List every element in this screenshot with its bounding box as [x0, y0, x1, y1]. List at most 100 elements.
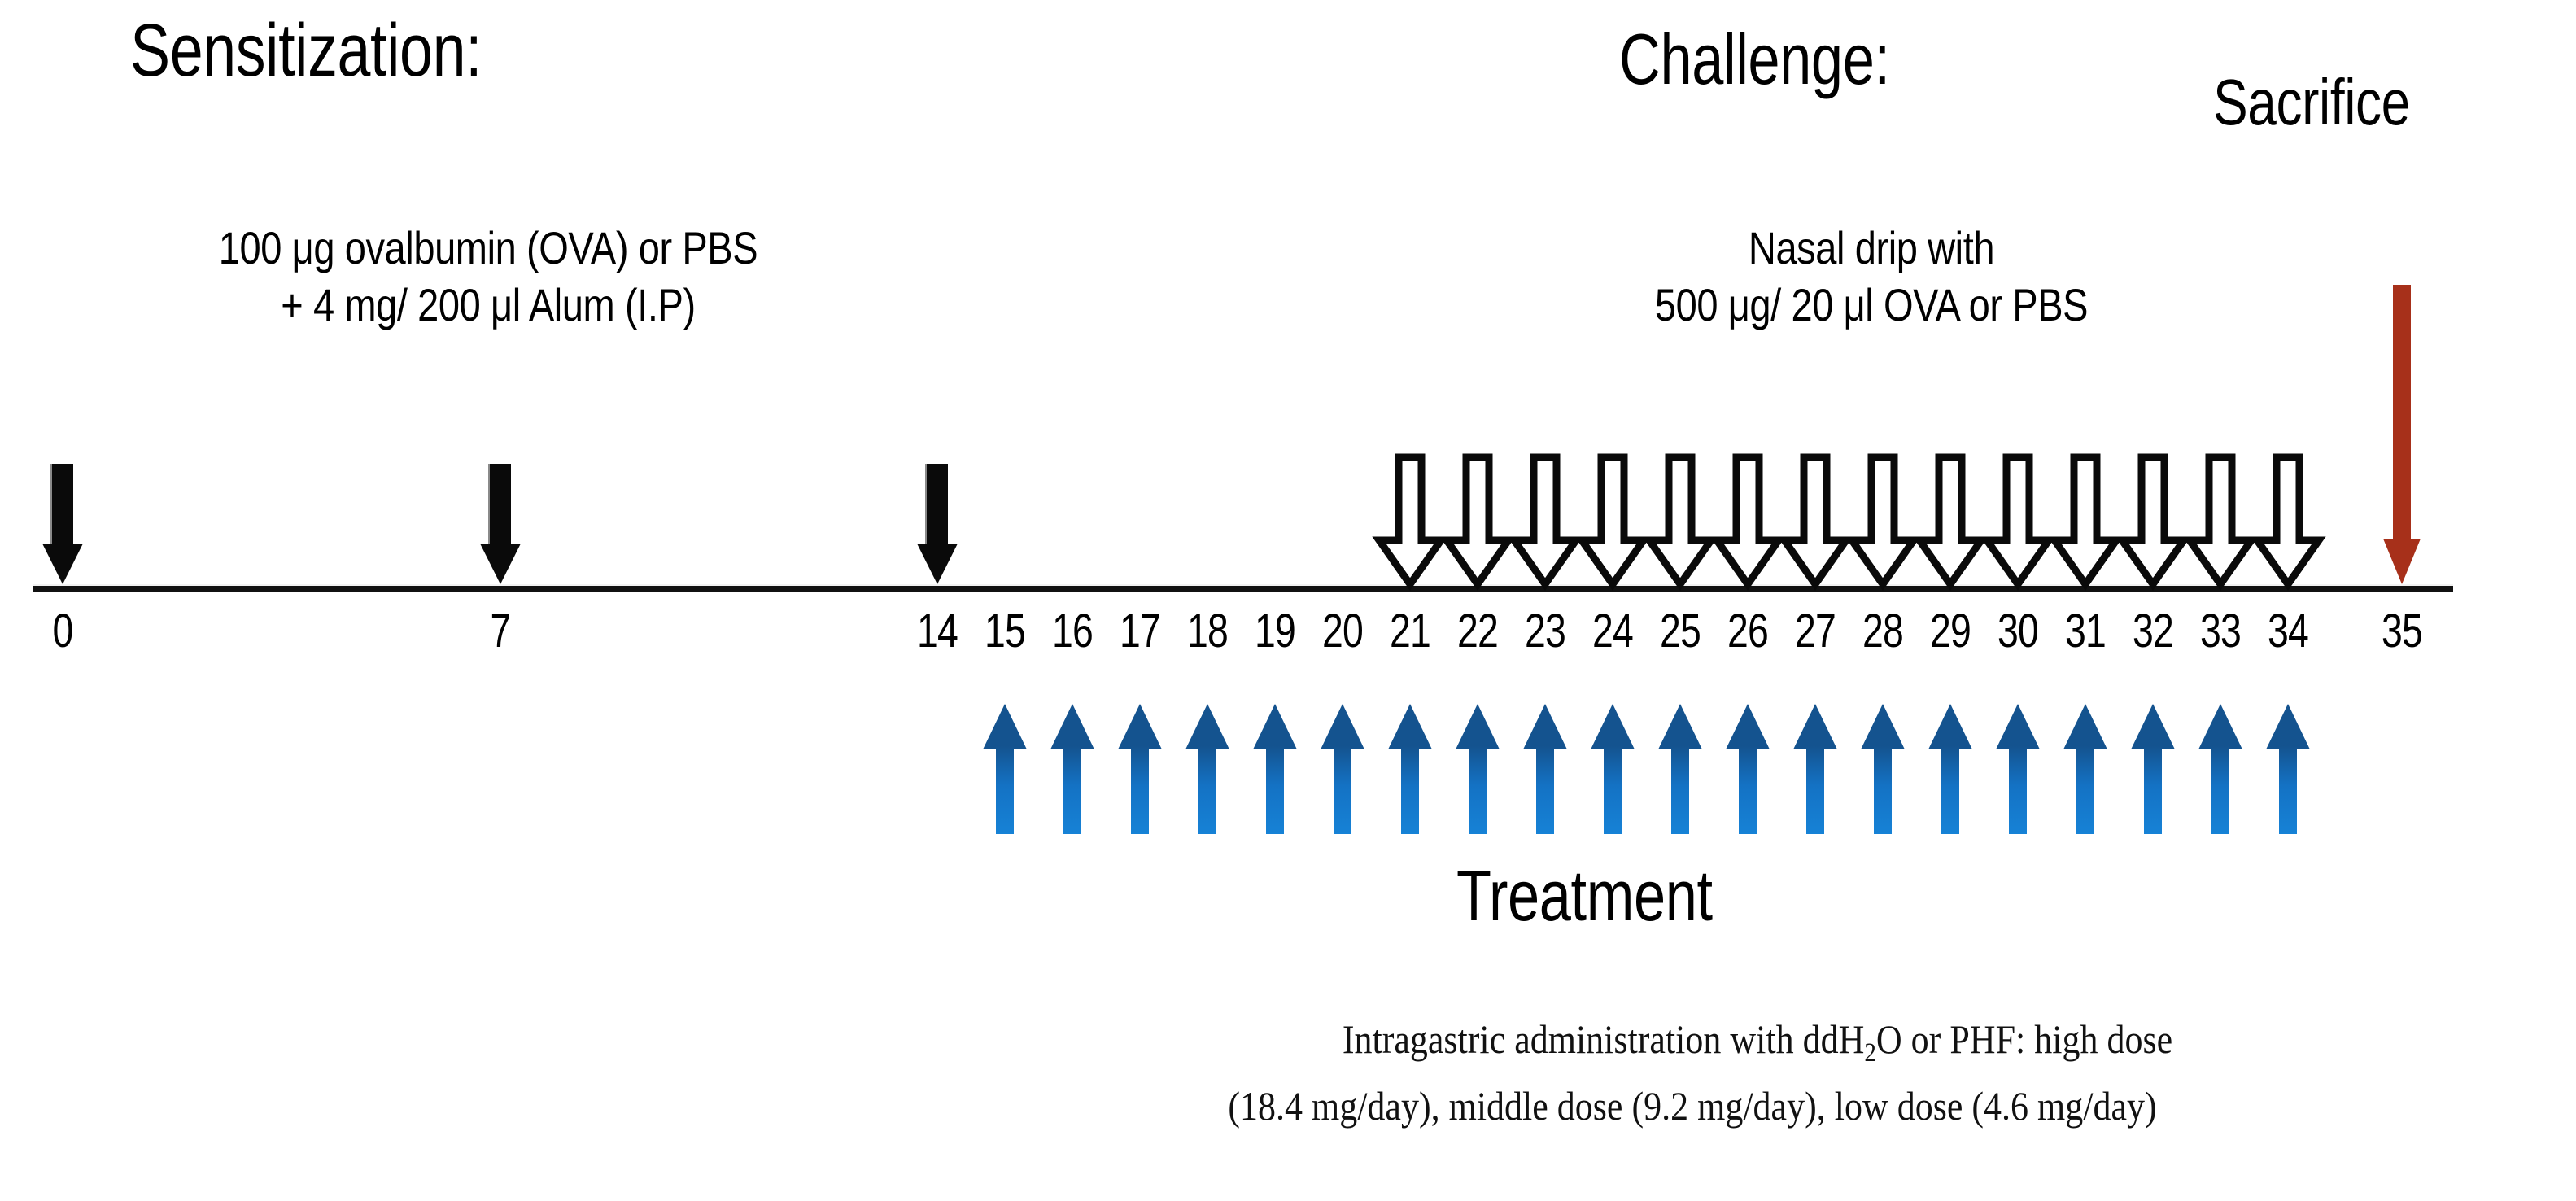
arrow-shaft: [2279, 746, 2297, 834]
arrow-shaft: [1604, 746, 1622, 834]
treatment-footnote-line1: Intragastric administration with ddH2O o…: [1342, 1016, 2173, 1068]
day-label-22: 22: [1456, 605, 1499, 657]
day-label-21: 21: [1389, 605, 1431, 657]
challenge-arrow-icon: [1372, 453, 1448, 591]
sensitization-arrow-icon: [478, 464, 523, 584]
treatment-arrow-icon: [1456, 704, 1500, 834]
treatment-arrow-icon: [1388, 704, 1432, 834]
treatment-arrow-icon: [1861, 704, 1905, 834]
arrow-shaft: [2144, 746, 2162, 834]
treatment-arrow-icon: [1321, 704, 1364, 834]
challenge-arrow-icon: [1507, 453, 1583, 591]
day-label-27: 27: [1794, 605, 1836, 657]
sacrifice-arrow-head: [2383, 539, 2421, 584]
arrow-head: [1591, 704, 1635, 749]
day-label-14: 14: [916, 605, 958, 657]
arrow-shaft: [52, 464, 73, 548]
challenge-arrow-icon: [2250, 453, 2326, 591]
arrow-shaft: [2211, 746, 2229, 834]
day-label-24: 24: [1591, 605, 1634, 657]
day-label-19: 19: [1254, 605, 1296, 657]
challenge-arrow-icon: [1574, 453, 1651, 591]
arrow-shaft: [490, 464, 511, 548]
arrow-head: [1253, 704, 1297, 749]
treatment-arrow-icon: [1928, 704, 1972, 834]
arrow-head: [1523, 704, 1567, 749]
sensitization-arrow-icon: [915, 464, 960, 584]
challenge-arrow-icon: [1845, 453, 1921, 591]
arrow-shaft: [1739, 746, 1757, 834]
arrow-shaft: [1806, 746, 1824, 834]
challenge-arrow-icon: [2115, 453, 2191, 591]
arrow-shaft: [1941, 746, 1959, 834]
challenge-arrow-icon: [1709, 453, 1786, 591]
treatment-arrow-icon: [1523, 704, 1567, 834]
treatment-footnote-line2: (18.4 mg/day), middle dose (9.2 mg/day),…: [1228, 1083, 2157, 1129]
timeline-axis: [33, 584, 2453, 592]
arrow-head: [1861, 704, 1905, 749]
arrow-head: [1118, 704, 1162, 749]
treatment-arrow-icon: [1793, 704, 1837, 834]
treatment-arrow-icon: [1253, 704, 1297, 834]
arrow-shaft: [1536, 746, 1554, 834]
arrow-head: [983, 704, 1027, 749]
sacrifice-arrow-icon: [2379, 285, 2425, 584]
arrow-shaft: [1063, 746, 1081, 834]
arrow-head: [1185, 704, 1229, 749]
treatment-arrow-icon: [2266, 704, 2310, 834]
treatment-arrow-icon: [2063, 704, 2107, 834]
sacrifice-arrow-shaft: [2393, 285, 2411, 545]
arrow-shaft: [2076, 746, 2094, 834]
day-label-18: 18: [1186, 605, 1229, 657]
arrow-shaft: [1198, 746, 1216, 834]
day-label-16: 16: [1051, 605, 1094, 657]
arrow-shaft: [1266, 746, 1284, 834]
arrow-shaft: [1401, 746, 1419, 834]
treatment-arrow-icon: [1658, 704, 1702, 834]
sensitization-caption-line2: + 4 mg/ 200 μl Alum (I.P): [281, 279, 696, 330]
day-label-28: 28: [1862, 605, 1904, 657]
day-label-32: 32: [2132, 605, 2174, 657]
arrow-head: [917, 544, 958, 584]
challenge-arrow-icon: [2047, 453, 2124, 591]
treatment-arrow-icon: [1726, 704, 1770, 834]
arrow-head: [1321, 704, 1364, 749]
arrow-head: [1388, 704, 1432, 749]
challenge-arrow-icon: [1912, 453, 1989, 591]
challenge-caption-line1: Nasal drip with: [1748, 222, 1995, 273]
day-label-34: 34: [2267, 605, 2309, 657]
day-label-26: 26: [1727, 605, 1769, 657]
challenge-arrow-icon: [1777, 453, 1853, 591]
arrow-shaft: [996, 746, 1014, 834]
challenge-arrow-icon: [1980, 453, 2056, 591]
treatment-arrow-icon: [1050, 704, 1094, 834]
arrow-head: [1996, 704, 2040, 749]
day-label-25: 25: [1659, 605, 1701, 657]
challenge-arrow-icon: [1642, 453, 1718, 591]
day-label-35: 35: [2381, 605, 2423, 657]
day-label-31: 31: [2064, 605, 2107, 657]
arrow-head: [2266, 704, 2310, 749]
arrow-shaft: [2009, 746, 2027, 834]
sensitization-caption-line1: 100 μg ovalbumin (OVA) or PBS: [218, 222, 758, 273]
arrow-head: [1658, 704, 1702, 749]
arrow-head: [1050, 704, 1094, 749]
arrow-head: [2131, 704, 2175, 749]
day-label-29: 29: [1929, 605, 1971, 657]
treatment-arrow-icon: [983, 704, 1027, 834]
challenge-arrow-icon: [2182, 453, 2259, 591]
arrow-head: [1793, 704, 1837, 749]
day-label-23: 23: [1524, 605, 1566, 657]
day-label-0: 0: [52, 605, 73, 657]
arrow-head: [2198, 704, 2242, 749]
treatment-arrow-icon: [2198, 704, 2242, 834]
day-label-17: 17: [1119, 605, 1161, 657]
arrow-shaft: [927, 464, 948, 548]
arrow-head: [1928, 704, 1972, 749]
sacrifice-title: Sacrifice: [2213, 66, 2410, 138]
arrow-shaft: [1131, 746, 1149, 834]
treatment-title: Treatment: [1456, 855, 1713, 936]
arrow-head: [480, 544, 521, 584]
arrow-shaft: [1874, 746, 1892, 834]
